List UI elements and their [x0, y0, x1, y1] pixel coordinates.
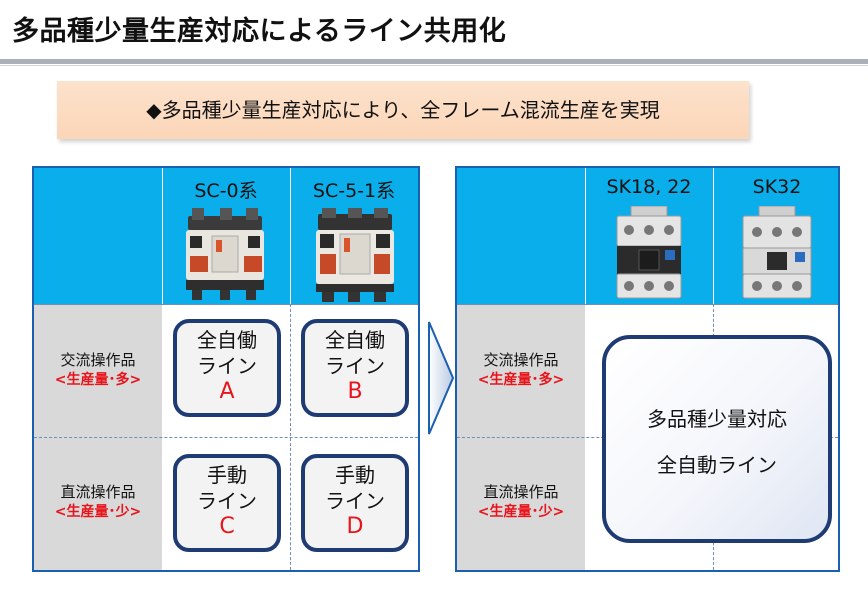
merged-line-box: 多品種少量対応 全自動ライン — [602, 335, 832, 543]
title-divider — [0, 59, 868, 64]
column-title-sc51: SC-5-1系 — [312, 180, 396, 202]
line-box-c: 手動 ライン C — [173, 454, 281, 552]
before-panel: SC-0系 SC-5-1系 交流操作品 — [32, 166, 420, 572]
after-panel: SK18, 22 SK32 交流操作品 <生産量･多> 直流操作品 — [455, 166, 840, 572]
column-title-sc0: SC-0系 — [194, 180, 258, 202]
row-label-dc-after: 直流操作品 <生産量･少> — [477, 483, 565, 520]
transition-arrow-icon — [428, 321, 455, 435]
row-label-ac: 交流操作品 <生産量･多> — [54, 351, 142, 388]
line-box-b: 全自働 ライン B — [301, 319, 409, 417]
contactor-sk18-22-image — [616, 206, 682, 299]
line-box-d: 手動 ライン D — [301, 454, 409, 552]
contactor-sc51-image — [316, 208, 394, 302]
title-divider-thin — [0, 65, 868, 66]
contactor-sc0-image — [186, 208, 264, 300]
column-title-sk18-22: SK18, 22 — [606, 176, 692, 198]
page-title: 多品種少量生産対応によるライン共用化 — [12, 16, 507, 47]
contactor-sk32-image — [742, 206, 812, 299]
summary-banner: ◆多品種少量生産対応により、全フレーム混流生産を実現 — [57, 81, 749, 139]
row-label-ac-after: 交流操作品 <生産量･多> — [477, 351, 565, 388]
row-label-dc: 直流操作品 <生産量･少> — [54, 483, 142, 520]
line-box-a: 全自働 ライン A — [173, 319, 281, 417]
column-title-sk32: SK32 — [752, 176, 802, 198]
